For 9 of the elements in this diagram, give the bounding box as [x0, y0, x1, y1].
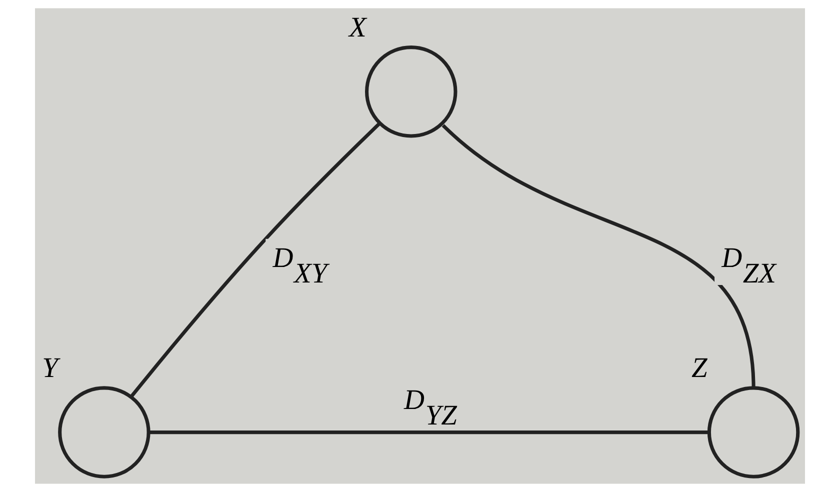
node-circle [58, 386, 150, 478]
node-label: Y [42, 352, 58, 384]
node-label: X [349, 12, 366, 44]
node-circle [707, 386, 800, 478]
connector [442, 124, 756, 388]
node-circle [365, 46, 458, 138]
connector [148, 430, 709, 434]
connector [130, 122, 381, 398]
node-label: Z [691, 352, 708, 384]
